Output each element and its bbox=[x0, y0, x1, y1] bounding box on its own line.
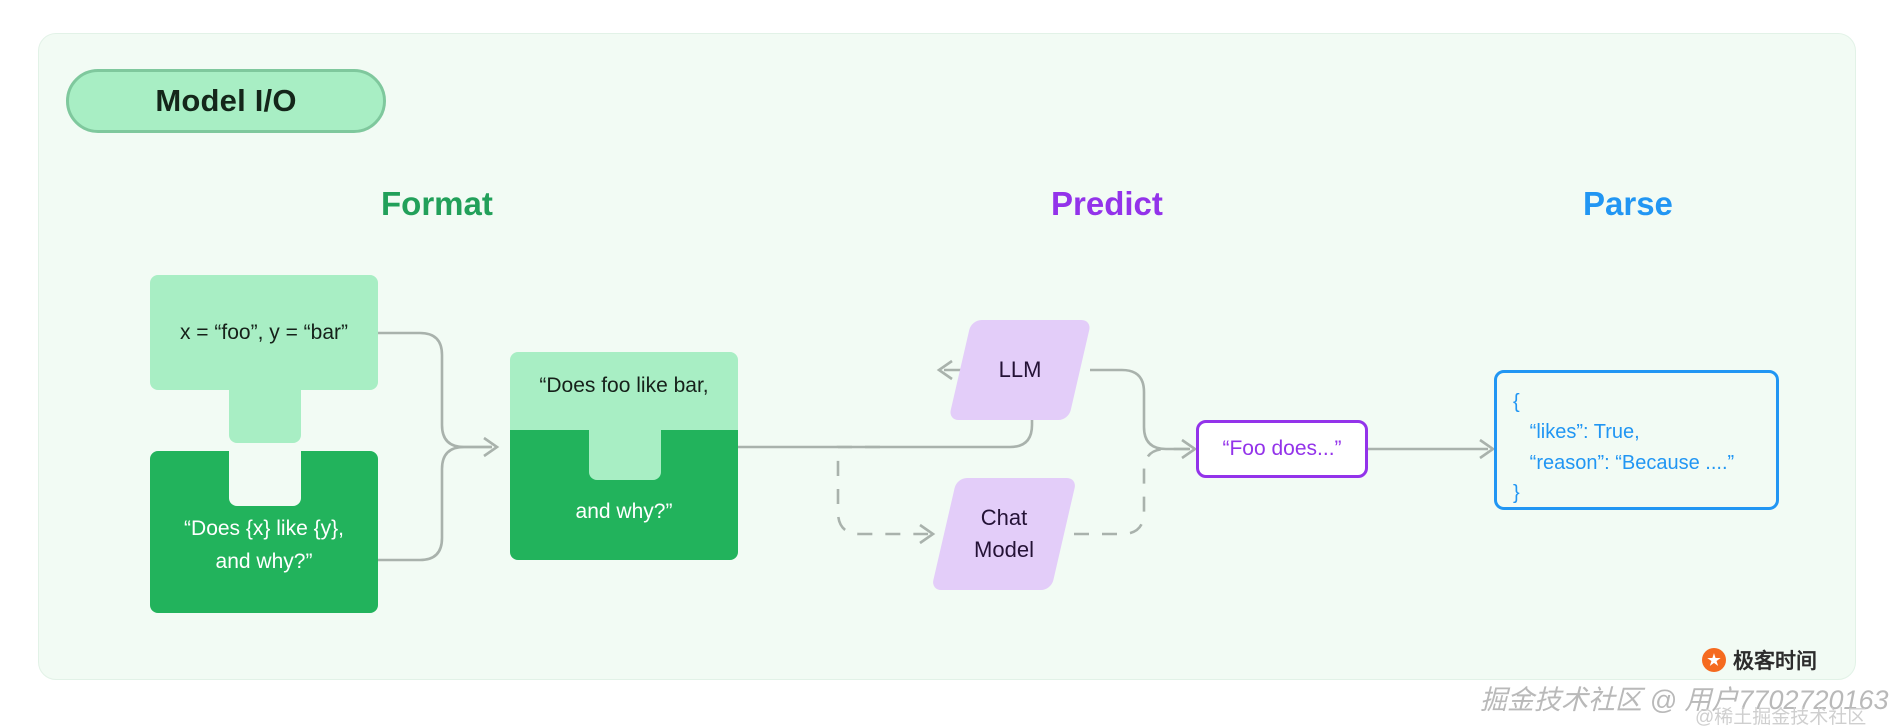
combined-light-half bbox=[510, 352, 738, 430]
connector-llm-to-output bbox=[1090, 368, 1190, 451]
prompt-template-line1: “Does {x} like {y}, bbox=[184, 517, 344, 540]
combined-line1: “Does foo like bar, bbox=[539, 374, 709, 397]
arrowhead-to-json bbox=[1479, 438, 1496, 460]
combined-interlock bbox=[589, 430, 661, 480]
connector-values-to-merge bbox=[378, 331, 492, 449]
json-line-1: “likes”: True, bbox=[1513, 421, 1640, 444]
connector-chat-model-to-output bbox=[1074, 447, 1190, 536]
chat-model-label: Chat Model bbox=[974, 505, 1034, 562]
connector-branch-to-chat-model bbox=[836, 445, 928, 536]
puzzle-notch bbox=[229, 450, 301, 506]
json-line-3: } bbox=[1513, 482, 1520, 505]
geekbang-logo-text: 极客时间 bbox=[1733, 650, 1817, 673]
llm-label: LLM bbox=[998, 357, 1042, 383]
node-model-output: “Foo does...” bbox=[1196, 420, 1368, 478]
stage-heading-format: Format bbox=[381, 185, 493, 222]
connector-template-to-merge bbox=[378, 445, 492, 562]
prompt-template-line2: and why?” bbox=[215, 549, 313, 573]
puzzle-piece-combined-prompt: “Does foo like bar, and why?” bbox=[510, 352, 738, 560]
puzzle-piece-input-values: x = “foo”, y = “bar” bbox=[150, 275, 378, 443]
geekbang-logo: ★ 极客时间 bbox=[1702, 645, 1817, 675]
watermark-sub: @稀土掘金技术社区 bbox=[1695, 707, 1867, 726]
model-output-text: “Foo does...” bbox=[1222, 437, 1342, 460]
node-llm[interactable]: LLM bbox=[948, 320, 1092, 420]
arrowhead-to-combined bbox=[483, 436, 500, 458]
prompt-template-text: “Does {x} like {y}, and why?” bbox=[150, 513, 378, 578]
node-chat-model[interactable]: Chat Model bbox=[931, 478, 1077, 590]
input-values-text: x = “foo”, y = “bar” bbox=[179, 320, 349, 344]
combined-line2: and why?” bbox=[575, 500, 673, 523]
stage-heading-parse: Parse bbox=[1583, 185, 1673, 222]
json-line-0: { bbox=[1513, 391, 1520, 413]
stage-heading-predict: Predict bbox=[1051, 185, 1163, 222]
arrowhead-to-llm bbox=[936, 359, 953, 381]
puzzle-tab bbox=[229, 385, 301, 443]
watermark-main: 掘金技术社区 @ 用户77027201637 bbox=[1480, 685, 1890, 715]
json-line-2: “reason”: “Because ....” bbox=[1513, 451, 1735, 474]
title-pill-label: Model I/O bbox=[155, 83, 297, 118]
node-parsed-json: { “likes”: True, “reason”: “Because ....… bbox=[1494, 370, 1779, 510]
puzzle-piece-prompt-template: “Does {x} like {y}, and why?” bbox=[150, 450, 378, 613]
title-pill: Model I/O bbox=[66, 69, 386, 133]
arrowhead-to-output bbox=[1181, 438, 1198, 460]
arrowhead-to-chat-model bbox=[919, 523, 936, 545]
geekbang-mark-icon: ★ bbox=[1702, 648, 1726, 672]
